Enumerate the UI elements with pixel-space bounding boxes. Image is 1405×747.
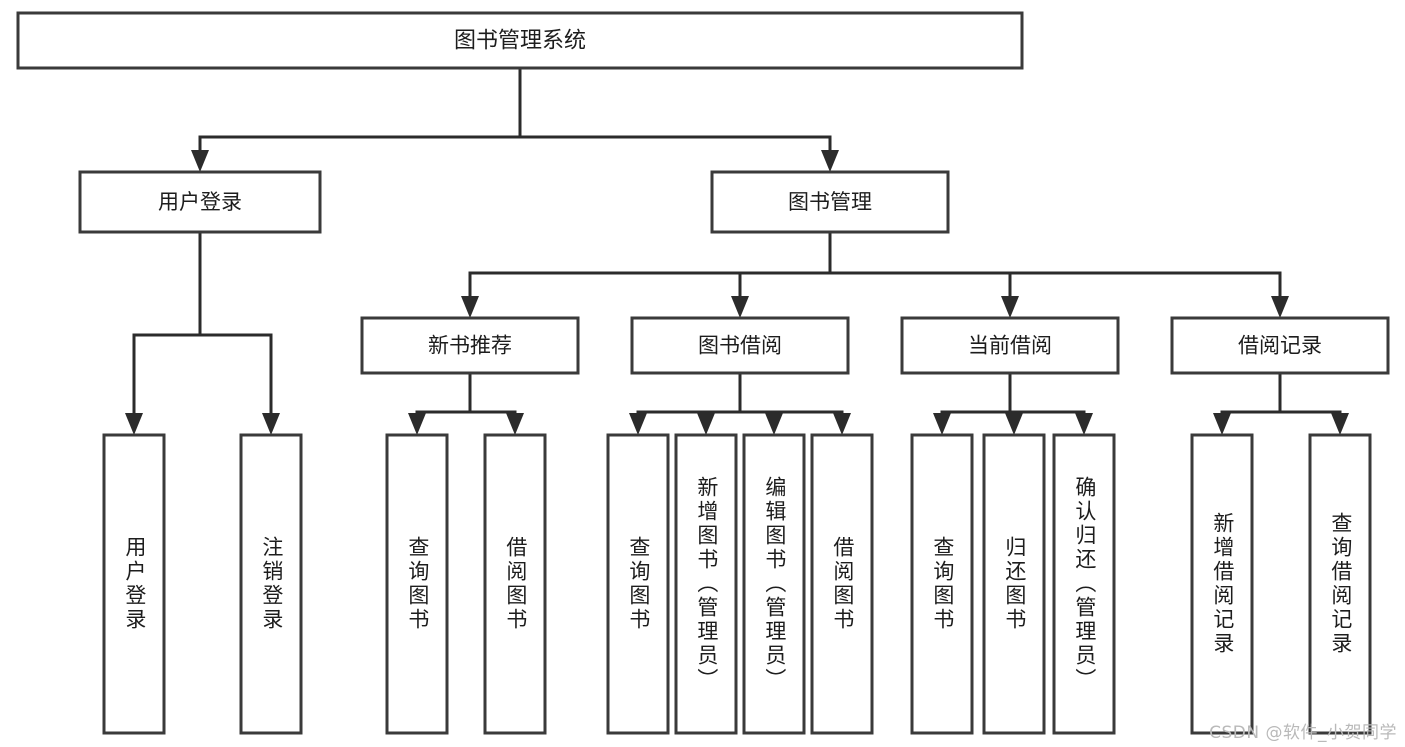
arrow-head-icon-leaf-add-book-admin <box>697 413 715 435</box>
node-box-borrow-records[interactable] <box>1170 316 1390 375</box>
node-box-leaf-query-book-borrow[interactable] <box>606 433 670 735</box>
arrow-head-icon-leaf-query-book-current <box>933 413 951 435</box>
node-box-leaf-return-book[interactable] <box>982 433 1046 735</box>
arrow-head-icon-leaf-query-book-borrow <box>629 413 647 435</box>
arrow-head-icon-leaf-borrow-book-recommend <box>506 413 524 435</box>
arrow-head-icon-leaf-edit-book-admin <box>765 413 783 435</box>
node-box-leaf-borrow-book-recommend[interactable] <box>483 433 547 735</box>
arrow-head-icon-leaf-user-logout <box>262 413 280 435</box>
node-box-leaf-query-borrow-record[interactable] <box>1308 433 1372 735</box>
node-label-book-borrow: 图书借阅 <box>698 334 782 358</box>
node-label-root: 图书管理系统 <box>454 29 586 54</box>
arrow-head-icon-current-borrow <box>1001 296 1019 318</box>
arrow-head-icon-leaf-borrow-book <box>833 413 851 435</box>
arrow-head-icon-leaf-confirm-return-admin <box>1075 413 1093 435</box>
arrow-head-icon-leaf-query-book-recommend <box>408 413 426 435</box>
node-label-new-book-recommend: 新书推荐 <box>428 334 512 358</box>
arrow-head-icon-leaf-user-login <box>125 413 143 435</box>
node-box-leaf-add-borrow-record[interactable] <box>1190 433 1254 735</box>
connectors-layer <box>125 66 1349 435</box>
arrow-head-icon-leaf-add-borrow-record <box>1213 413 1231 435</box>
arrow-head-icon-leaf-return-book <box>1005 413 1023 435</box>
arrow-head-icon-borrow-records <box>1271 296 1289 318</box>
node-box-root[interactable] <box>16 11 1024 70</box>
arrow-head-icon-leaf-query-borrow-record <box>1331 413 1349 435</box>
node-box-leaf-edit-book-admin[interactable] <box>742 433 806 735</box>
node-label-current-borrow: 当前借阅 <box>968 334 1052 358</box>
node-box-book-borrow[interactable] <box>630 316 850 375</box>
node-box-leaf-borrow-book[interactable] <box>810 433 874 735</box>
node-box-leaf-query-book-recommend[interactable] <box>385 433 449 735</box>
arrow-head-icon-book-management <box>821 150 839 172</box>
node-box-current-borrow[interactable] <box>900 316 1120 375</box>
node-box-new-book-recommend[interactable] <box>360 316 580 375</box>
boxes-layer <box>16 11 1390 735</box>
arrow-head-icon-book-borrow <box>731 296 749 318</box>
node-box-leaf-user-login[interactable] <box>102 433 166 735</box>
node-box-leaf-user-logout[interactable] <box>239 433 303 735</box>
node-label-book-management: 图书管理 <box>788 190 872 214</box>
arrow-head-icon-new-book-recommend <box>461 296 479 318</box>
node-box-leaf-query-book-current[interactable] <box>910 433 974 735</box>
node-box-user-login[interactable] <box>78 170 322 234</box>
node-label-borrow-records: 借阅记录 <box>1238 334 1322 358</box>
node-label-user-login: 用户登录 <box>158 190 242 214</box>
watermark-text: CSDN @软件_小贺同学 <box>1209 723 1397 743</box>
node-box-book-management[interactable] <box>710 170 950 234</box>
node-box-leaf-confirm-return-admin[interactable] <box>1052 433 1116 735</box>
arrow-head-icon-user-login <box>191 150 209 172</box>
node-box-leaf-add-book-admin[interactable] <box>674 433 738 735</box>
